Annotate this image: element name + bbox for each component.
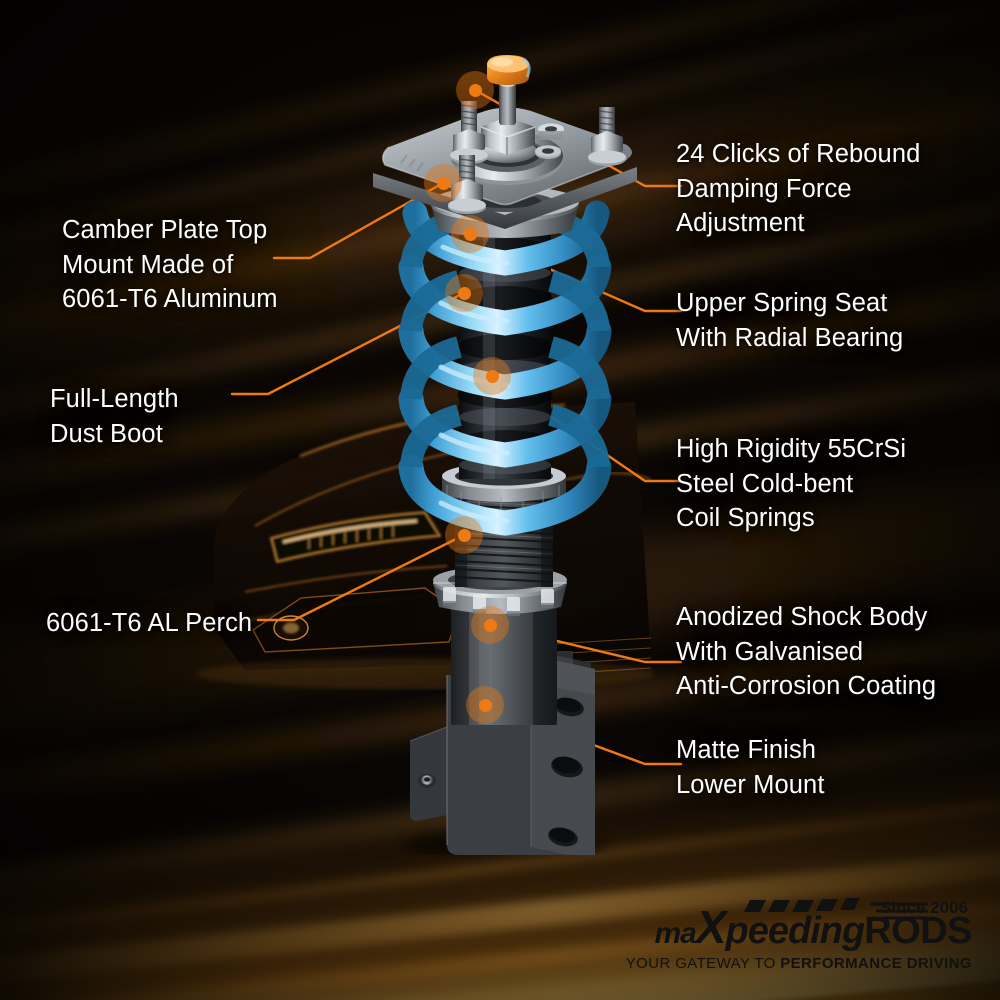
socket-screw-a (538, 123, 564, 140)
tagline-bold: PERFORMANCE DRIVING (780, 955, 972, 972)
callout-label-camber-plate-top-mount: Camber Plate Top Mount Made of 6061-T6 A… (62, 216, 278, 314)
tagline-light: YOUR GATEWAY TO (625, 955, 781, 972)
callout-label-matte-finish-lower-mount: Matte Finish Lower Mount (676, 736, 825, 799)
callout-label-upper-spring-seat: Upper Spring Seat With Radial Bearing (676, 289, 904, 352)
callout-dot-full-length-dust-boot[interactable] (445, 274, 483, 312)
logo-x: X (695, 901, 727, 953)
brand-logo[interactable]: Since 2006 maXpeedingRODS YOUR GATEWAY T… (612, 894, 972, 972)
callout-label-anodized-shock-body: Anodized Shock Body With Galvanised Anti… (676, 603, 937, 701)
logo-ma: ma (654, 917, 696, 950)
maxpeedingrods-wordmark (744, 898, 928, 920)
leader-line-al-perch (256, 533, 466, 622)
callout-label-coil-springs: High Rigidity 55CrSi Steel Cold-bent Coi… (676, 435, 907, 533)
leader-line-camber-plate-top-mount (272, 181, 445, 260)
callout-dot-al-perch[interactable] (445, 516, 483, 554)
callout-dot-matte-finish-lower-mount[interactable] (466, 686, 504, 724)
checker-flag-icon (744, 898, 860, 912)
logo-peeding: peeding (725, 910, 866, 952)
brand-tagline: YOUR GATEWAY TO PERFORMANCE DRIVING (612, 955, 972, 972)
callout-dot-coil-springs[interactable] (473, 357, 511, 395)
callout-label-full-length-dust-boot: Full-Length Dust Boot (50, 385, 179, 448)
camber-plate-top-mount (373, 55, 637, 229)
speed-lines-icon (870, 902, 928, 920)
stud-bolt-right (588, 107, 626, 166)
callout-label-al-perch: 6061-T6 AL Perch (46, 609, 253, 637)
callout-dot-rebound-adjustment[interactable] (456, 71, 494, 109)
logo-wordmark: maXpeedingRODS (654, 904, 972, 950)
since-text: Since 2006 (880, 898, 968, 917)
callout-dot-anodized-shock-body[interactable] (471, 606, 509, 644)
leader-line-full-length-dust-boot (230, 291, 466, 396)
coilover-shock-absorber (373, 55, 637, 855)
socket-screw-b (535, 145, 561, 159)
logo-rods: RODS (864, 910, 972, 952)
callout-dot-camber-plate-top-mount[interactable] (424, 164, 462, 202)
callout-label-rebound-adjustment: 24 Clicks of Rebound Damping Force Adjus… (676, 140, 921, 238)
callout-dot-upper-spring-seat[interactable] (451, 215, 489, 253)
